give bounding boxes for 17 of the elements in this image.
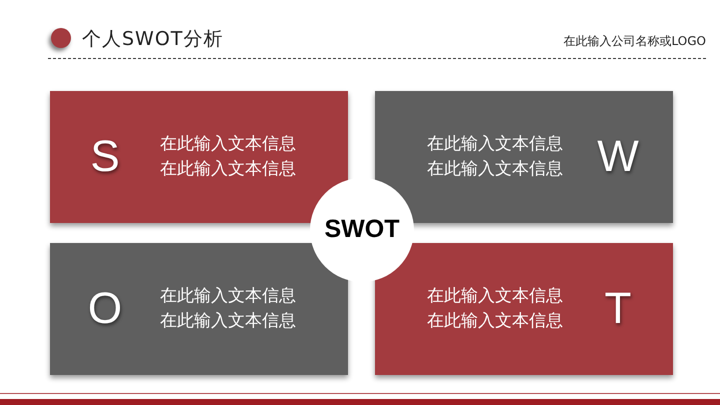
quadrant-card (375, 243, 673, 375)
info-text: 在此输入文本信息 (160, 310, 296, 333)
info-text: 在此输入文本信息 (160, 133, 296, 156)
quadrant-letter: O (86, 283, 124, 335)
company-placeholder-text: 在此输入公司名称或LOGO (564, 33, 706, 49)
quadrant-letter: W (596, 131, 640, 183)
quadrant-letter: T (604, 283, 632, 335)
info-text: 在此输入文本信息 (427, 285, 563, 308)
info-text: 在此输入文本信息 (160, 285, 296, 308)
info-text: 在此输入文本信息 (427, 310, 563, 333)
title: 个人SWOT分析 (82, 27, 224, 51)
info-text: 在此输入文本信息 (160, 158, 296, 181)
quadrant-card (50, 243, 348, 375)
quadrant-letter: S (89, 131, 121, 183)
center-label: SWOT (324, 214, 400, 246)
info-text: 在此输入文本信息 (427, 158, 563, 181)
info-text: 在此输入文本信息 (427, 133, 563, 156)
